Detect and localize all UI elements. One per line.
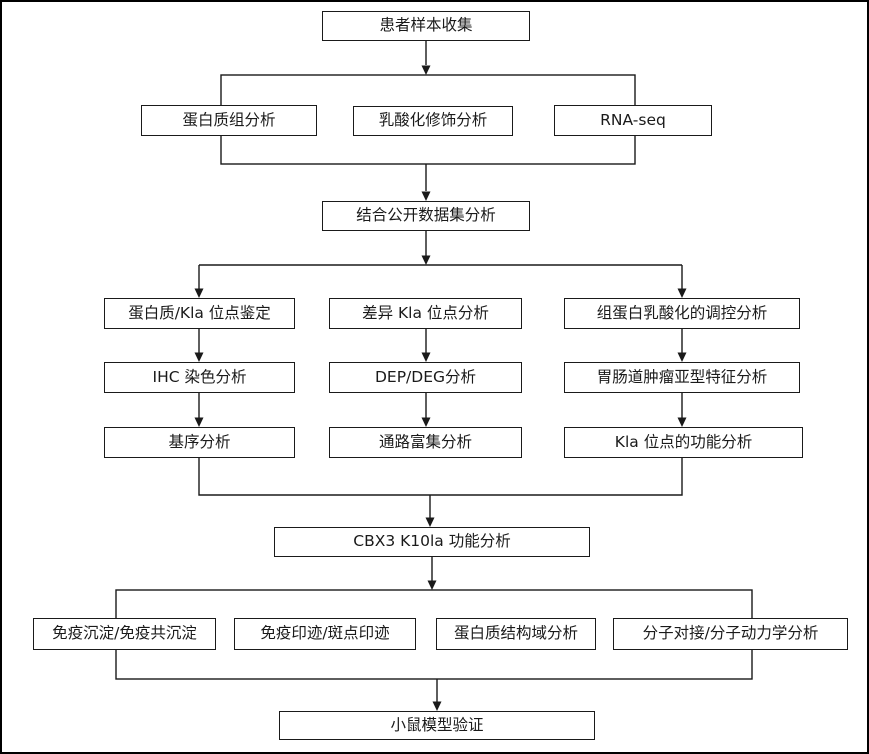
flow-node-patient-sample-collection: 患者样本收集 bbox=[322, 11, 530, 41]
connector-columns-to-cbx3 bbox=[198, 458, 683, 527]
connector-patient-to-methods bbox=[220, 41, 636, 165]
connector-column1-chain bbox=[194, 329, 204, 427]
flow-node-pathway-enrichment-analysis: 通路富集分析 bbox=[329, 427, 522, 458]
connector-validation-to-mouse bbox=[432, 679, 442, 711]
flow-node-mouse-model-validation: 小鼠模型验证 bbox=[279, 711, 595, 740]
flow-node-histone-lactylation-regulation-analysis: 组蛋白乳酸化的调控分析 bbox=[564, 298, 800, 329]
flow-node-kla-site-function-analysis: Kla 位点的功能分析 bbox=[564, 427, 803, 458]
flow-node-molecular-docking-dynamics-analysis: 分子对接/分子动力学分析 bbox=[613, 618, 848, 650]
flow-node-protein-domain-analysis: 蛋白质结构域分析 bbox=[436, 618, 596, 650]
flow-node-proteomics-analysis: 蛋白质组分析 bbox=[141, 105, 317, 136]
flow-node-gi-tumor-subtype-feature-analysis: 胃肠道肿瘤亚型特征分析 bbox=[564, 362, 800, 393]
flow-node-motif-analysis: 基序分析 bbox=[104, 427, 295, 458]
flow-node-dep-deg-analysis: DEP/DEG分析 bbox=[329, 362, 522, 393]
connector-combine-to-columns bbox=[194, 231, 687, 298]
flow-node-rna-seq: RNA-seq bbox=[554, 105, 712, 136]
connector-column2-chain bbox=[421, 329, 431, 427]
connector-column3-chain bbox=[677, 329, 687, 427]
flow-node-differential-kla-site-analysis: 差异 Kla 位点分析 bbox=[329, 298, 522, 329]
flow-node-protein-kla-site-identification: 蛋白质/Kla 位点鉴定 bbox=[104, 298, 295, 329]
flow-node-cbx3-k10la-function-analysis: CBX3 K10la 功能分析 bbox=[274, 527, 590, 557]
flow-node-lactylation-modification-analysis: 乳酸化修饰分析 bbox=[353, 106, 513, 136]
flow-node-immunoprecipitation: 免疫沉淀/免疫共沉淀 bbox=[33, 618, 216, 650]
flow-node-western-dot-blot: 免疫印迹/斑点印迹 bbox=[234, 618, 416, 650]
connector-methods-to-combine bbox=[421, 164, 431, 201]
flow-node-ihc-staining-analysis: IHC 染色分析 bbox=[104, 362, 295, 393]
flow-node-public-dataset-analysis: 结合公开数据集分析 bbox=[322, 201, 530, 231]
